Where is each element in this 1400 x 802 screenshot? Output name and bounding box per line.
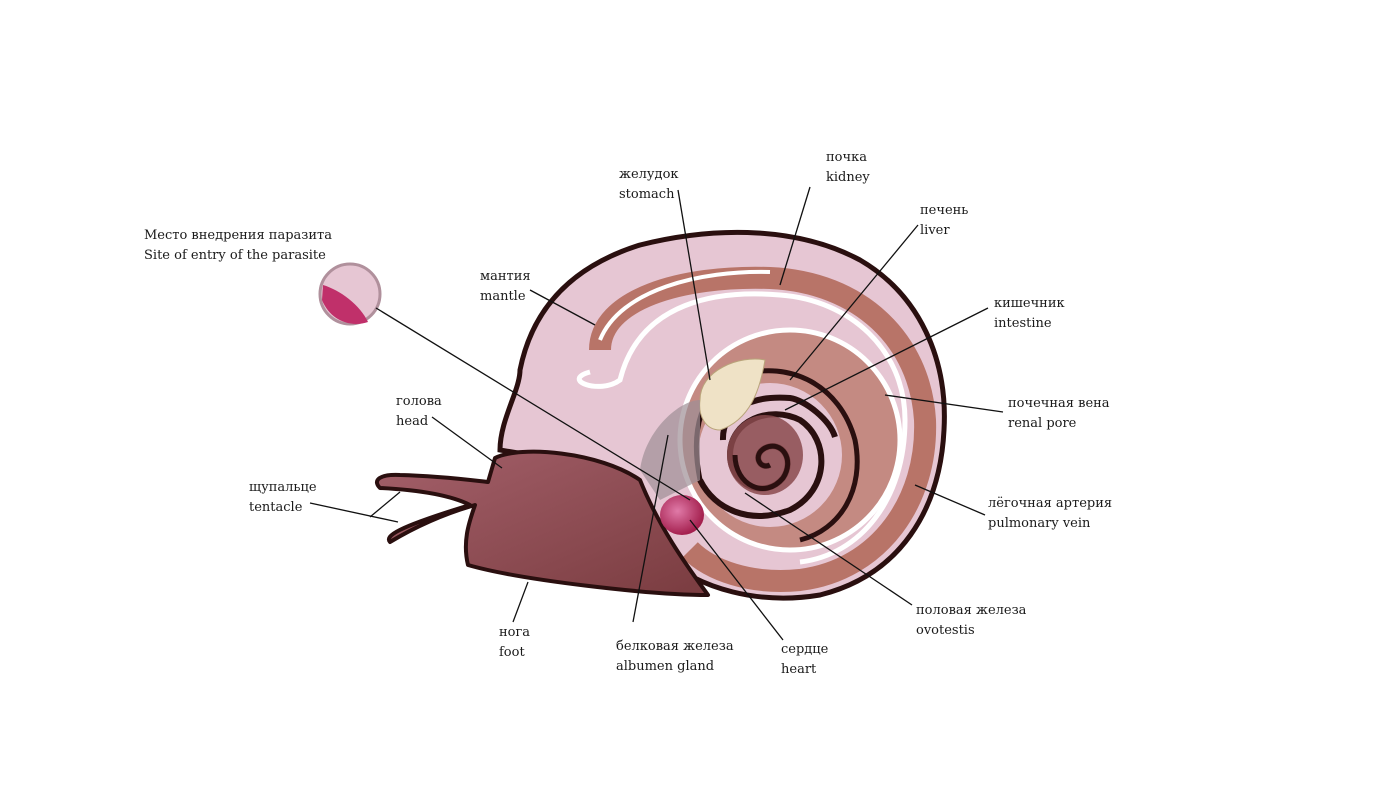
label-head: голова head (396, 392, 442, 432)
label-ru: Место внедрения паразита (144, 228, 332, 243)
heart-organ (660, 495, 704, 535)
label-en: stomach (619, 187, 675, 202)
label-ru: лёгочная артерия (988, 496, 1113, 511)
label-ru: голова (396, 394, 442, 409)
label-pulmonary-vein: лёгочная артерия pulmonary vein (988, 494, 1112, 534)
label-stomach: желудок stomach (619, 165, 679, 205)
label-en: pulmonary vein (988, 516, 1091, 531)
label-heart: сердце heart (781, 640, 828, 680)
stomach-organ (699, 358, 766, 431)
label-ru: почка (826, 150, 867, 165)
label-ru: желудок (619, 167, 679, 182)
label-ru: половая железа (916, 603, 1027, 618)
kidney-band (589, 266, 937, 592)
label-foot: нога foot (499, 623, 530, 663)
label-en: albumen gland (616, 659, 715, 674)
label-en: heart (781, 662, 817, 677)
label-en: foot (499, 645, 525, 660)
snail-body (375, 449, 710, 597)
label-intestine: кишечник intestine (994, 294, 1065, 334)
label-en: tentacle (249, 500, 303, 515)
label-ru: почечная вена (1008, 396, 1110, 411)
label-en: liver (920, 223, 950, 238)
label-en: kidney (826, 170, 870, 185)
label-ovotestis: половая железа ovotestis (916, 601, 1026, 641)
label-ru: белковая железа (616, 639, 734, 654)
label-en: ovotestis (916, 623, 975, 638)
label-ru: мантия (480, 269, 531, 284)
label-tentacle: щупальце tentacle (249, 478, 317, 518)
label-en: renal pore (1008, 416, 1077, 431)
label-ru: нога (499, 625, 531, 640)
label-ru: кишечник (994, 296, 1065, 311)
label-kidney: почка kidney (826, 148, 870, 188)
label-en: mantle (480, 289, 526, 304)
label-ru: щупальце (249, 480, 317, 495)
label-ru: печень (920, 203, 969, 218)
label-mantle: мантия mantle (480, 267, 531, 307)
label-renal-pore: почечная вена renal pore (1008, 394, 1110, 434)
leader-lines (309, 186, 1004, 641)
label-albumen-gland: белковая железа albumen gland (616, 637, 734, 677)
label-liver: печень liver (920, 201, 968, 241)
label-ru: сердце (781, 642, 829, 657)
label-en: intestine (994, 316, 1052, 331)
label-en: head (396, 414, 429, 429)
label-en: Site of entry of the parasite (144, 248, 326, 263)
